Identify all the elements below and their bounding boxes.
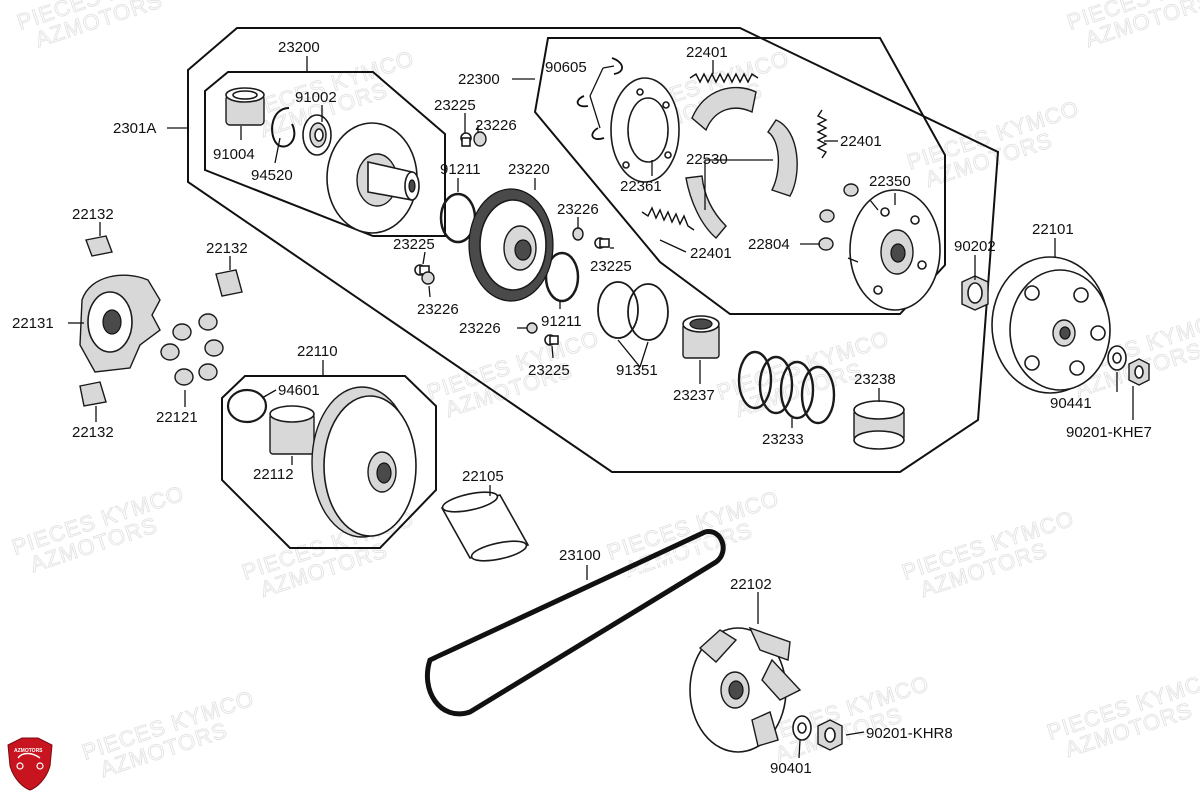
- label-22361: 22361: [620, 178, 662, 195]
- o-ring-94601: [226, 388, 268, 424]
- damper-22804: [818, 183, 859, 251]
- label-22530: 22530: [686, 151, 728, 168]
- label-23238: 23238: [854, 371, 896, 388]
- label-90605: 90605: [545, 59, 587, 76]
- label-22101: 22101: [1032, 221, 1074, 238]
- washer-90401: [792, 715, 812, 741]
- label-22350: 22350: [869, 173, 911, 190]
- slider-22132-a: [85, 235, 113, 257]
- label-94520: 94520: [251, 167, 293, 184]
- roller-23226-a: [473, 131, 487, 147]
- circlip-94520: [271, 107, 296, 148]
- label-23225-d: 23225: [528, 362, 570, 379]
- label-22132-a: 22132: [72, 206, 114, 223]
- drive-face-22102: [689, 626, 802, 753]
- spring-seat-23238: [853, 400, 905, 450]
- motorcycle-shield-icon: [7, 737, 53, 791]
- label-23233: 23233: [762, 431, 804, 448]
- roller-23226-b: [572, 227, 584, 241]
- label-90441: 90441: [1050, 395, 1092, 412]
- clutch-shoe-22530: [685, 86, 798, 239]
- label-22132-c: 22132: [72, 424, 114, 441]
- label-22401-right: 22401: [840, 133, 882, 150]
- label-23226-c: 23226: [417, 301, 459, 318]
- label-23225-b: 23225: [590, 258, 632, 275]
- label-22401-bottom: 22401: [690, 245, 732, 262]
- part-labels: 23200 2301A 91002 91004 94520 22300 9060…: [12, 39, 1152, 777]
- ramp-plate-22131: [79, 274, 161, 373]
- collar-22105: [440, 491, 530, 562]
- clip-90605: [576, 57, 623, 140]
- label-23226-b: 23226: [557, 201, 599, 218]
- label-22112: 22112: [253, 466, 294, 483]
- label-22102: 22102: [730, 576, 772, 593]
- group-box-22110: [221, 375, 437, 549]
- label-2301A: 2301A: [113, 120, 156, 137]
- driven-face-23200: [326, 122, 420, 234]
- label-22804: 22804: [748, 236, 790, 253]
- label-23226-a: 23226: [475, 117, 517, 134]
- weight-roller-22121: [160, 313, 224, 386]
- label-94601: 94601: [278, 382, 320, 399]
- slider-22132-c: [79, 381, 107, 407]
- clutch-bell-22101: [991, 256, 1111, 394]
- label-22110: 22110: [297, 343, 338, 360]
- roller-23226-d: [526, 322, 538, 334]
- bushing-91004: [225, 87, 265, 126]
- spring-22401-right: [816, 109, 828, 159]
- label-23220: 23220: [508, 161, 550, 178]
- label-23225-c: 23225: [393, 236, 435, 253]
- label-23225-a: 23225: [434, 97, 476, 114]
- label-90201-KHE7: 90201-KHE7: [1066, 424, 1152, 441]
- nut-90201-KHE7: [1128, 358, 1150, 386]
- label-22300: 22300: [458, 71, 500, 88]
- spring-22401-top: [689, 72, 759, 84]
- pin-23225-a: [460, 132, 472, 147]
- label-91004: 91004: [213, 146, 255, 163]
- clutch-plate-22350: [847, 189, 941, 311]
- slider-22132-b: [215, 269, 243, 297]
- group-box-22300: [533, 37, 946, 315]
- label-22401-top: 22401: [686, 44, 728, 61]
- label-22131: 22131: [12, 315, 54, 332]
- spring-22401-bottom: [641, 206, 695, 231]
- label-22105: 22105: [462, 468, 504, 485]
- pin-23225-b: [594, 237, 610, 249]
- nut-90201-KHR8: [817, 719, 843, 751]
- label-22121: 22121: [156, 409, 198, 426]
- label-23200: 23200: [278, 39, 320, 56]
- logo-text: AZMOTORS: [14, 748, 43, 754]
- movable-driven-face-23220: [468, 188, 554, 302]
- nut-90202: [961, 275, 989, 311]
- roller-23226-c: [421, 271, 435, 285]
- washer-90441: [1107, 345, 1127, 371]
- label-91211-a: 91211: [440, 161, 481, 178]
- o-ring-91351: [597, 281, 669, 341]
- assembly-outline-2301A: [187, 27, 1000, 473]
- label-91351: 91351: [616, 362, 658, 379]
- leader-lines: [68, 56, 1134, 759]
- label-23237: 23237: [673, 387, 715, 404]
- label-23100: 23100: [559, 547, 601, 564]
- label-90202: 90202: [954, 238, 996, 255]
- group-box-23200: [204, 71, 446, 237]
- drive-belt-23100: [424, 529, 726, 717]
- label-23226-d: 23226: [459, 320, 501, 337]
- label-91211-b: 91211: [541, 313, 582, 330]
- bushing-22112: [269, 405, 315, 455]
- spring-23233: [737, 350, 836, 425]
- bearing-91002: [302, 114, 332, 156]
- label-90201-KHR8: 90201-KHR8: [866, 725, 953, 742]
- pin-23225-d: [544, 334, 559, 346]
- plate-22361: [610, 77, 680, 183]
- collar-23237: [682, 315, 720, 359]
- brand-logo: AZMOTORS: [7, 737, 53, 791]
- label-90401: 90401: [770, 760, 812, 777]
- label-22132-b: 22132: [206, 240, 248, 257]
- movable-drive-face-22110: [311, 386, 417, 538]
- label-91002: 91002: [295, 89, 337, 106]
